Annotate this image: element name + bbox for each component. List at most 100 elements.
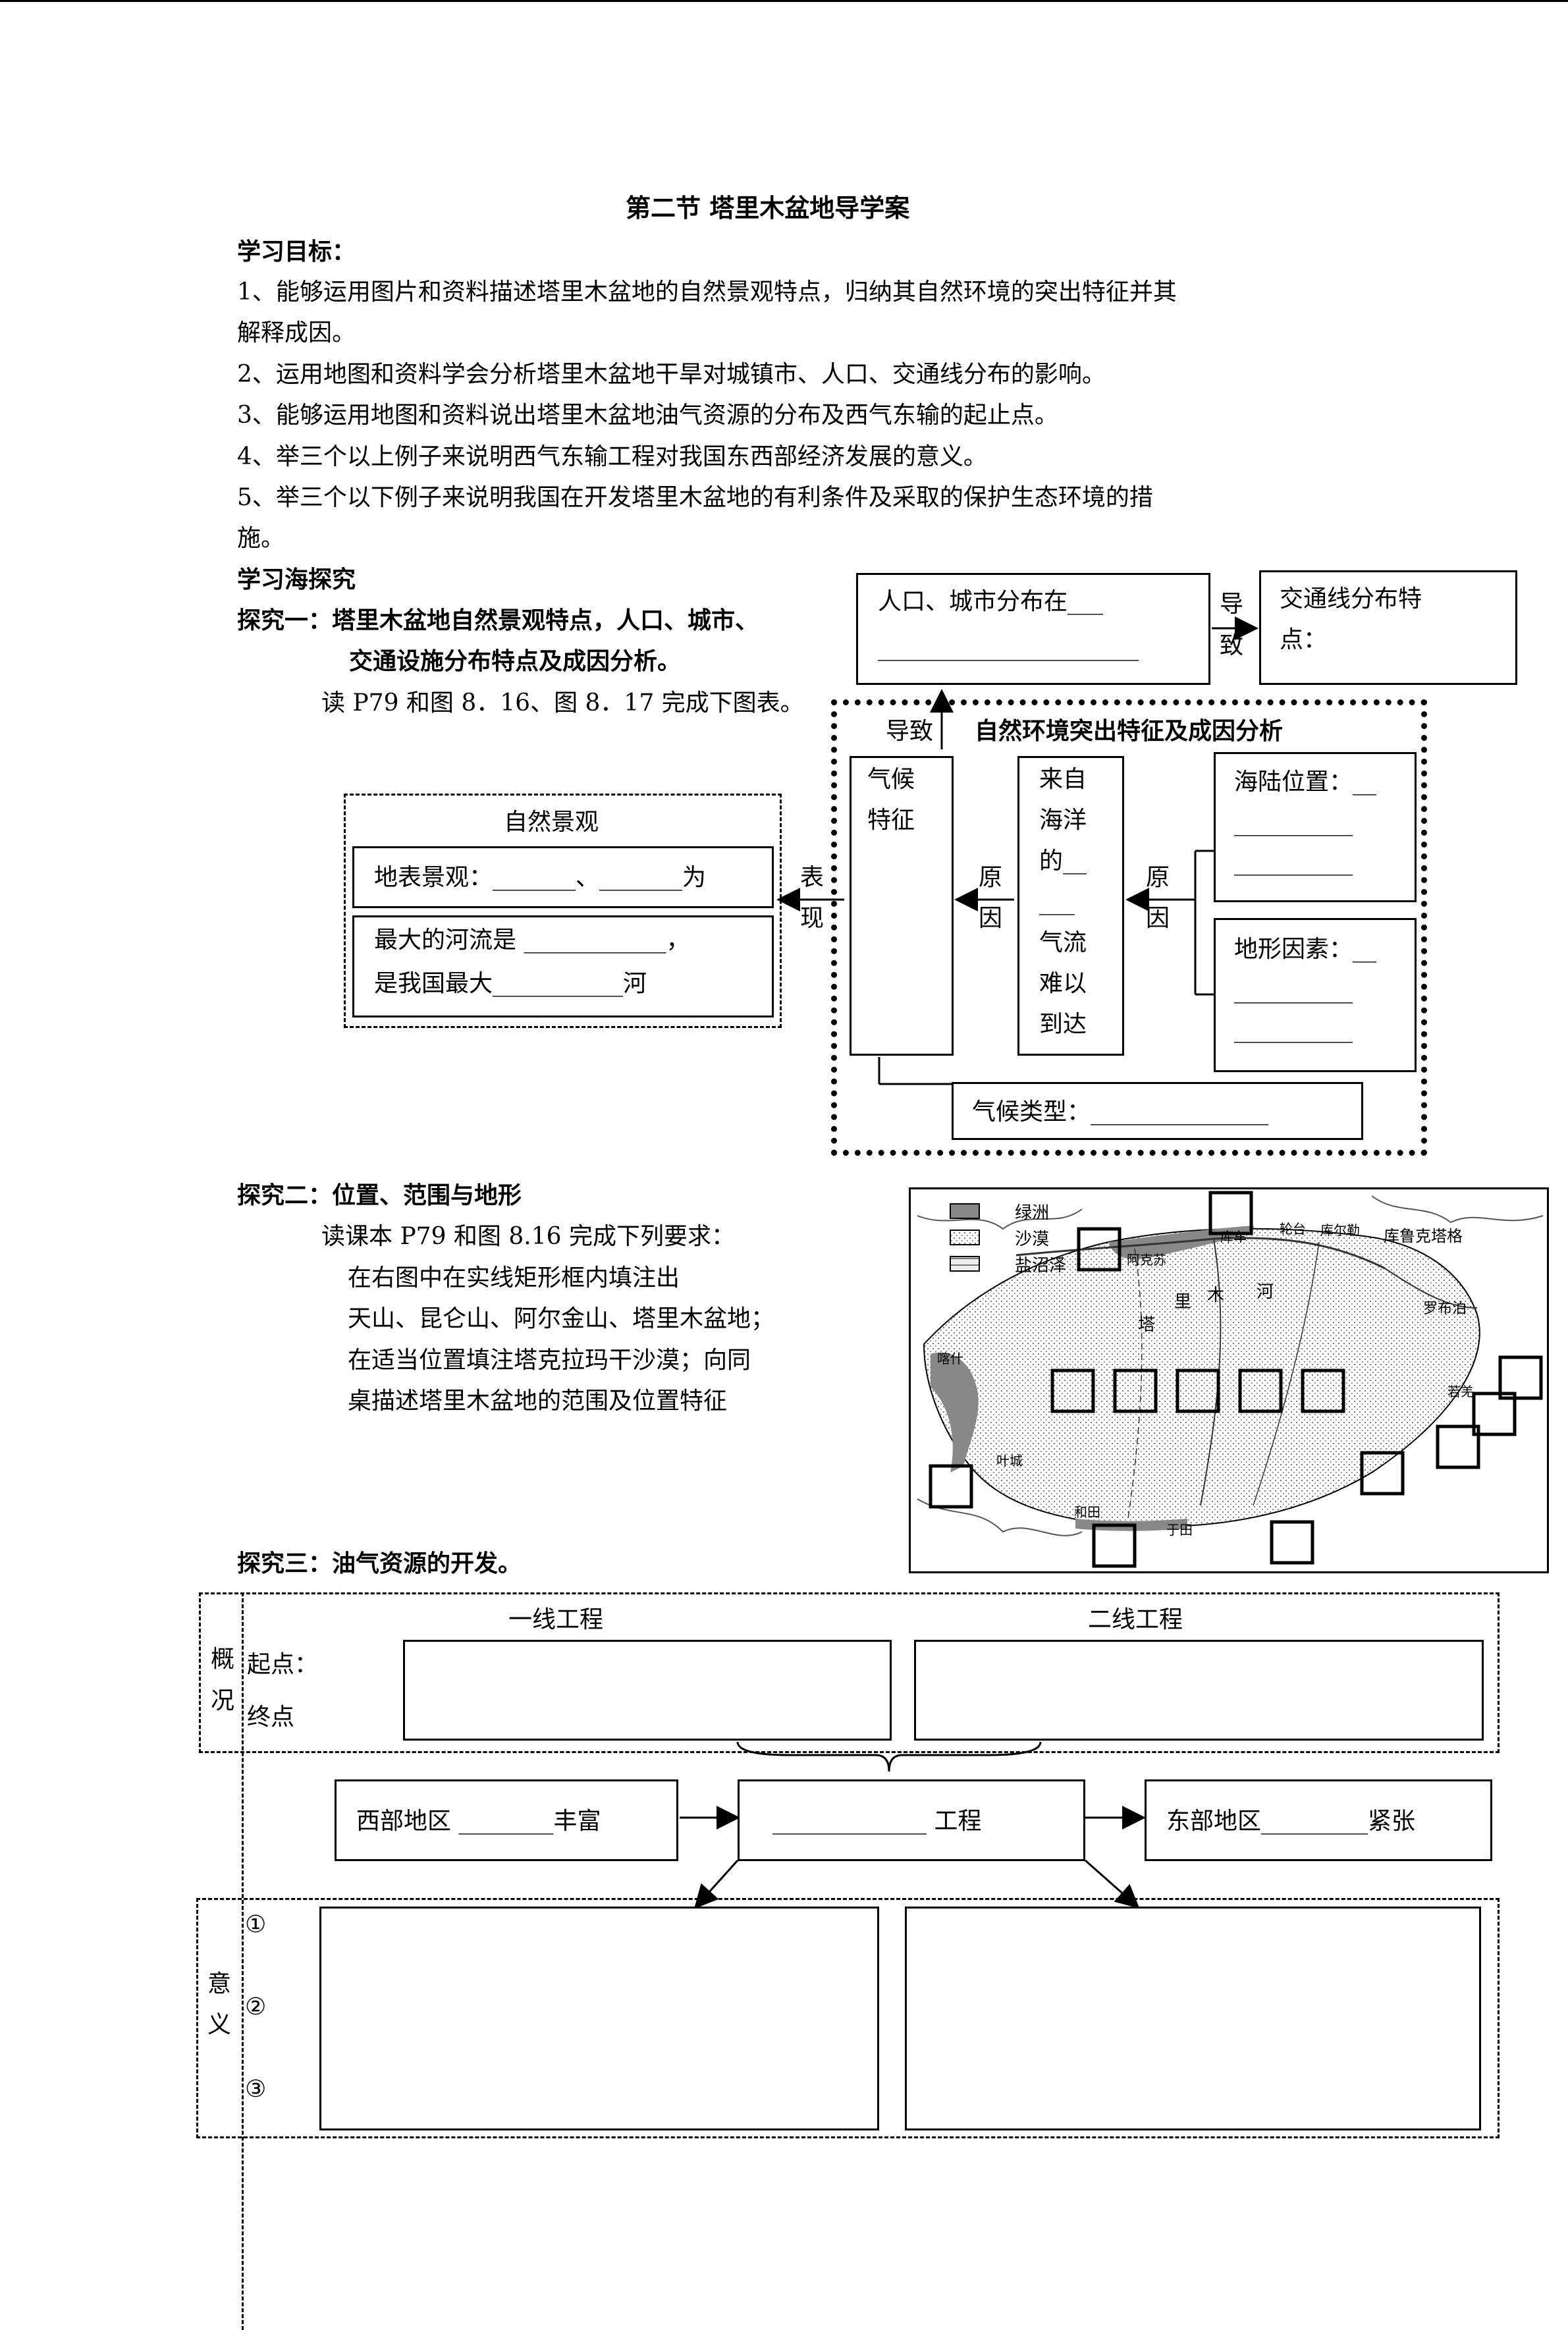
river-line bbox=[1015, 1237, 1386, 1270]
river-line bbox=[1253, 1241, 1320, 1506]
place-label: 和田 bbox=[1074, 1504, 1100, 1520]
climate-type-box: 气候类型：_______________ bbox=[952, 1082, 1363, 1140]
project-box: _____________ 工程 bbox=[738, 1779, 1085, 1861]
blank-label-box bbox=[1301, 1368, 1345, 1413]
place-label: 木 bbox=[1207, 1286, 1225, 1305]
legend-label: 绿洲 bbox=[1015, 1203, 1050, 1223]
place-label: 罗布泊 bbox=[1423, 1301, 1467, 1317]
blank-label-box bbox=[1050, 1368, 1095, 1413]
meaning-number: ② bbox=[245, 1993, 267, 2020]
blank-label-box bbox=[1176, 1368, 1220, 1413]
left-divider bbox=[242, 1592, 244, 2330]
river-line bbox=[1384, 1268, 1478, 1309]
sec2-line: 在适当位置填注塔克拉玛干沙漠；向同 bbox=[348, 1347, 751, 1374]
sec2-line: 在右图中在实线矩形框内填注出 bbox=[348, 1264, 680, 1291]
line2-heading: 二线工程 bbox=[1088, 1606, 1183, 1633]
legend-salt-swatch bbox=[950, 1256, 980, 1272]
goal-line: 解释成因。 bbox=[237, 319, 356, 346]
goal-line: 施。 bbox=[237, 525, 285, 552]
place-label: 里 bbox=[1174, 1292, 1192, 1312]
place-label: 河 bbox=[1257, 1282, 1274, 1302]
end-label: 终点 bbox=[247, 1704, 295, 1731]
blank-label-box bbox=[1436, 1424, 1480, 1469]
place-label: 库尔勒 bbox=[1320, 1222, 1360, 1238]
page-title: 第二节 塔里木盆地导学案 bbox=[626, 193, 910, 223]
east-box: 东部地区_________紧张 bbox=[1145, 1779, 1492, 1861]
blank-label-box bbox=[1092, 1523, 1137, 1568]
terrain-factor-box: 地形因素：__ __________ __________ bbox=[1214, 918, 1417, 1072]
meaning-number: ③ bbox=[245, 2076, 267, 2103]
traffic-box: 交通线分布特 点： bbox=[1259, 570, 1517, 685]
tarim-basin-map: 绿洲 沙漠 盐沼泽 库车 轮台 库尔勒 库鲁克塔格 阿克苏 塔 里 木 河 罗布… bbox=[909, 1187, 1549, 1573]
river-line bbox=[1200, 1238, 1222, 1506]
meaning-answer-left bbox=[319, 1907, 879, 2130]
place-label: 于田 bbox=[1166, 1522, 1193, 1538]
place-label: 叶城 bbox=[996, 1453, 1023, 1469]
goal-line: 2、运用地图和资料学会分析塔里木盆地干旱对城镇市、人口、交通线分布的影响。 bbox=[237, 361, 1106, 388]
sec2-line: 读课本 P79 和图 8.16 完成下列要求： bbox=[321, 1223, 735, 1250]
blank-label-box bbox=[1270, 1520, 1314, 1565]
blank-label-box bbox=[1208, 1191, 1253, 1235]
legend-oasis-swatch bbox=[950, 1203, 980, 1219]
blank-label-box bbox=[1360, 1451, 1405, 1496]
start-label: 起点： bbox=[247, 1651, 319, 1678]
goal-line: 4、举三个以上例子来说明西气东输工程对我国东西部经济发展的意义。 bbox=[237, 443, 987, 470]
show-label: 表 bbox=[800, 864, 825, 891]
goal-line: 1、能够运用图片和资料描述塔里木盆地的自然景观特点，归纳其自然环境的突出特征并其 bbox=[237, 279, 1177, 306]
blank-label-box bbox=[929, 1464, 973, 1509]
meaning-box bbox=[196, 1898, 1500, 2138]
surface-landscape-box: 地表景观：_______、_______为 bbox=[352, 846, 774, 908]
lead-label: 导致 bbox=[886, 718, 934, 745]
basin-outline bbox=[923, 1228, 1480, 1527]
place-label: 阿克苏 bbox=[1127, 1252, 1166, 1268]
top-border bbox=[0, 0, 1568, 2]
goals-heading: 学习目标： bbox=[237, 238, 356, 265]
landscape-title: 自然景观 bbox=[504, 809, 599, 836]
line1-box bbox=[403, 1640, 892, 1741]
cause-label: 原 bbox=[1146, 864, 1170, 891]
blank-label-box bbox=[1077, 1227, 1122, 1272]
natural-landscape-box bbox=[344, 794, 782, 1028]
sea-land-position-box: 海陆位置：__ __________ __________ bbox=[1214, 752, 1417, 902]
population-box: 人口、城市分布在___ ______________________ bbox=[856, 573, 1210, 685]
line2-box bbox=[914, 1640, 1484, 1741]
line1-heading: 一线工程 bbox=[508, 1606, 604, 1633]
river-box: 最大的河流是 ____________， 是我国最大___________河 bbox=[352, 915, 774, 1017]
blank-label-box bbox=[1472, 1392, 1517, 1436]
cause-label: 原 bbox=[979, 864, 1003, 891]
panel-title: 自然环境突出特征及成因分析 bbox=[975, 717, 1284, 745]
blank-label-box bbox=[1113, 1368, 1158, 1413]
cause-label: 因 bbox=[1146, 905, 1170, 932]
mountain-line bbox=[917, 1208, 1083, 1230]
ocean-airflow-box: 来自 海洋 的__ ___ 气流 难以 到达 bbox=[1017, 756, 1124, 1056]
climate-feature-box: 气候 特征 bbox=[850, 756, 954, 1056]
natural-env-panel bbox=[831, 699, 1427, 1156]
sec2-line: 天山、昆仑山、阿尔金山、塔里木盆地； bbox=[348, 1305, 775, 1332]
meaning-number: ① bbox=[245, 1911, 267, 1938]
sec3-title: 探究三：油气资源的开发。 bbox=[237, 1550, 522, 1577]
legend-label: 盐沼泽 bbox=[1015, 1256, 1067, 1276]
sec2-line: 桌描述塔里木盆地的范围及位置特征 bbox=[348, 1388, 728, 1415]
meaning-label: 意 bbox=[207, 1970, 232, 1997]
overview-label: 概 bbox=[211, 1646, 235, 1673]
blank-label-box bbox=[1498, 1355, 1543, 1400]
blank-label-box bbox=[1238, 1368, 1283, 1413]
place-label: 喀什 bbox=[937, 1351, 963, 1367]
place-label: 若羌 bbox=[1447, 1384, 1474, 1399]
goal-line: 3、能够运用地图和资料说出塔里木盆地油气资源的分布及西气东输的起止点。 bbox=[237, 402, 1058, 429]
oasis-region bbox=[931, 1352, 979, 1473]
sec1-instruction: 读 P79 和图 8．16、图 8．17 完成下图表。 bbox=[321, 690, 804, 717]
place-label: 库鲁克塔格 bbox=[1384, 1227, 1463, 1245]
goal-line: 5、举三个以下例子来说明我国在开发塔里木盆地的有利条件及采取的保护生态环境的措 bbox=[237, 484, 1153, 511]
sec1-title-2: 交通设施分布特点及成因分析。 bbox=[349, 647, 682, 675]
lead-label: 导 bbox=[1220, 591, 1244, 618]
legend-desert-swatch bbox=[950, 1230, 980, 1245]
cause-label: 因 bbox=[979, 905, 1003, 932]
place-label: 塔 bbox=[1138, 1315, 1156, 1335]
show-label: 现 bbox=[800, 905, 825, 932]
west-box: 西部地区 ________丰富 bbox=[335, 1779, 678, 1861]
mountain-line bbox=[917, 1498, 1083, 1536]
meaning-label: 义 bbox=[207, 2011, 232, 2038]
map-drawing bbox=[917, 1191, 1544, 1568]
lead-label: 致 bbox=[1220, 632, 1244, 659]
